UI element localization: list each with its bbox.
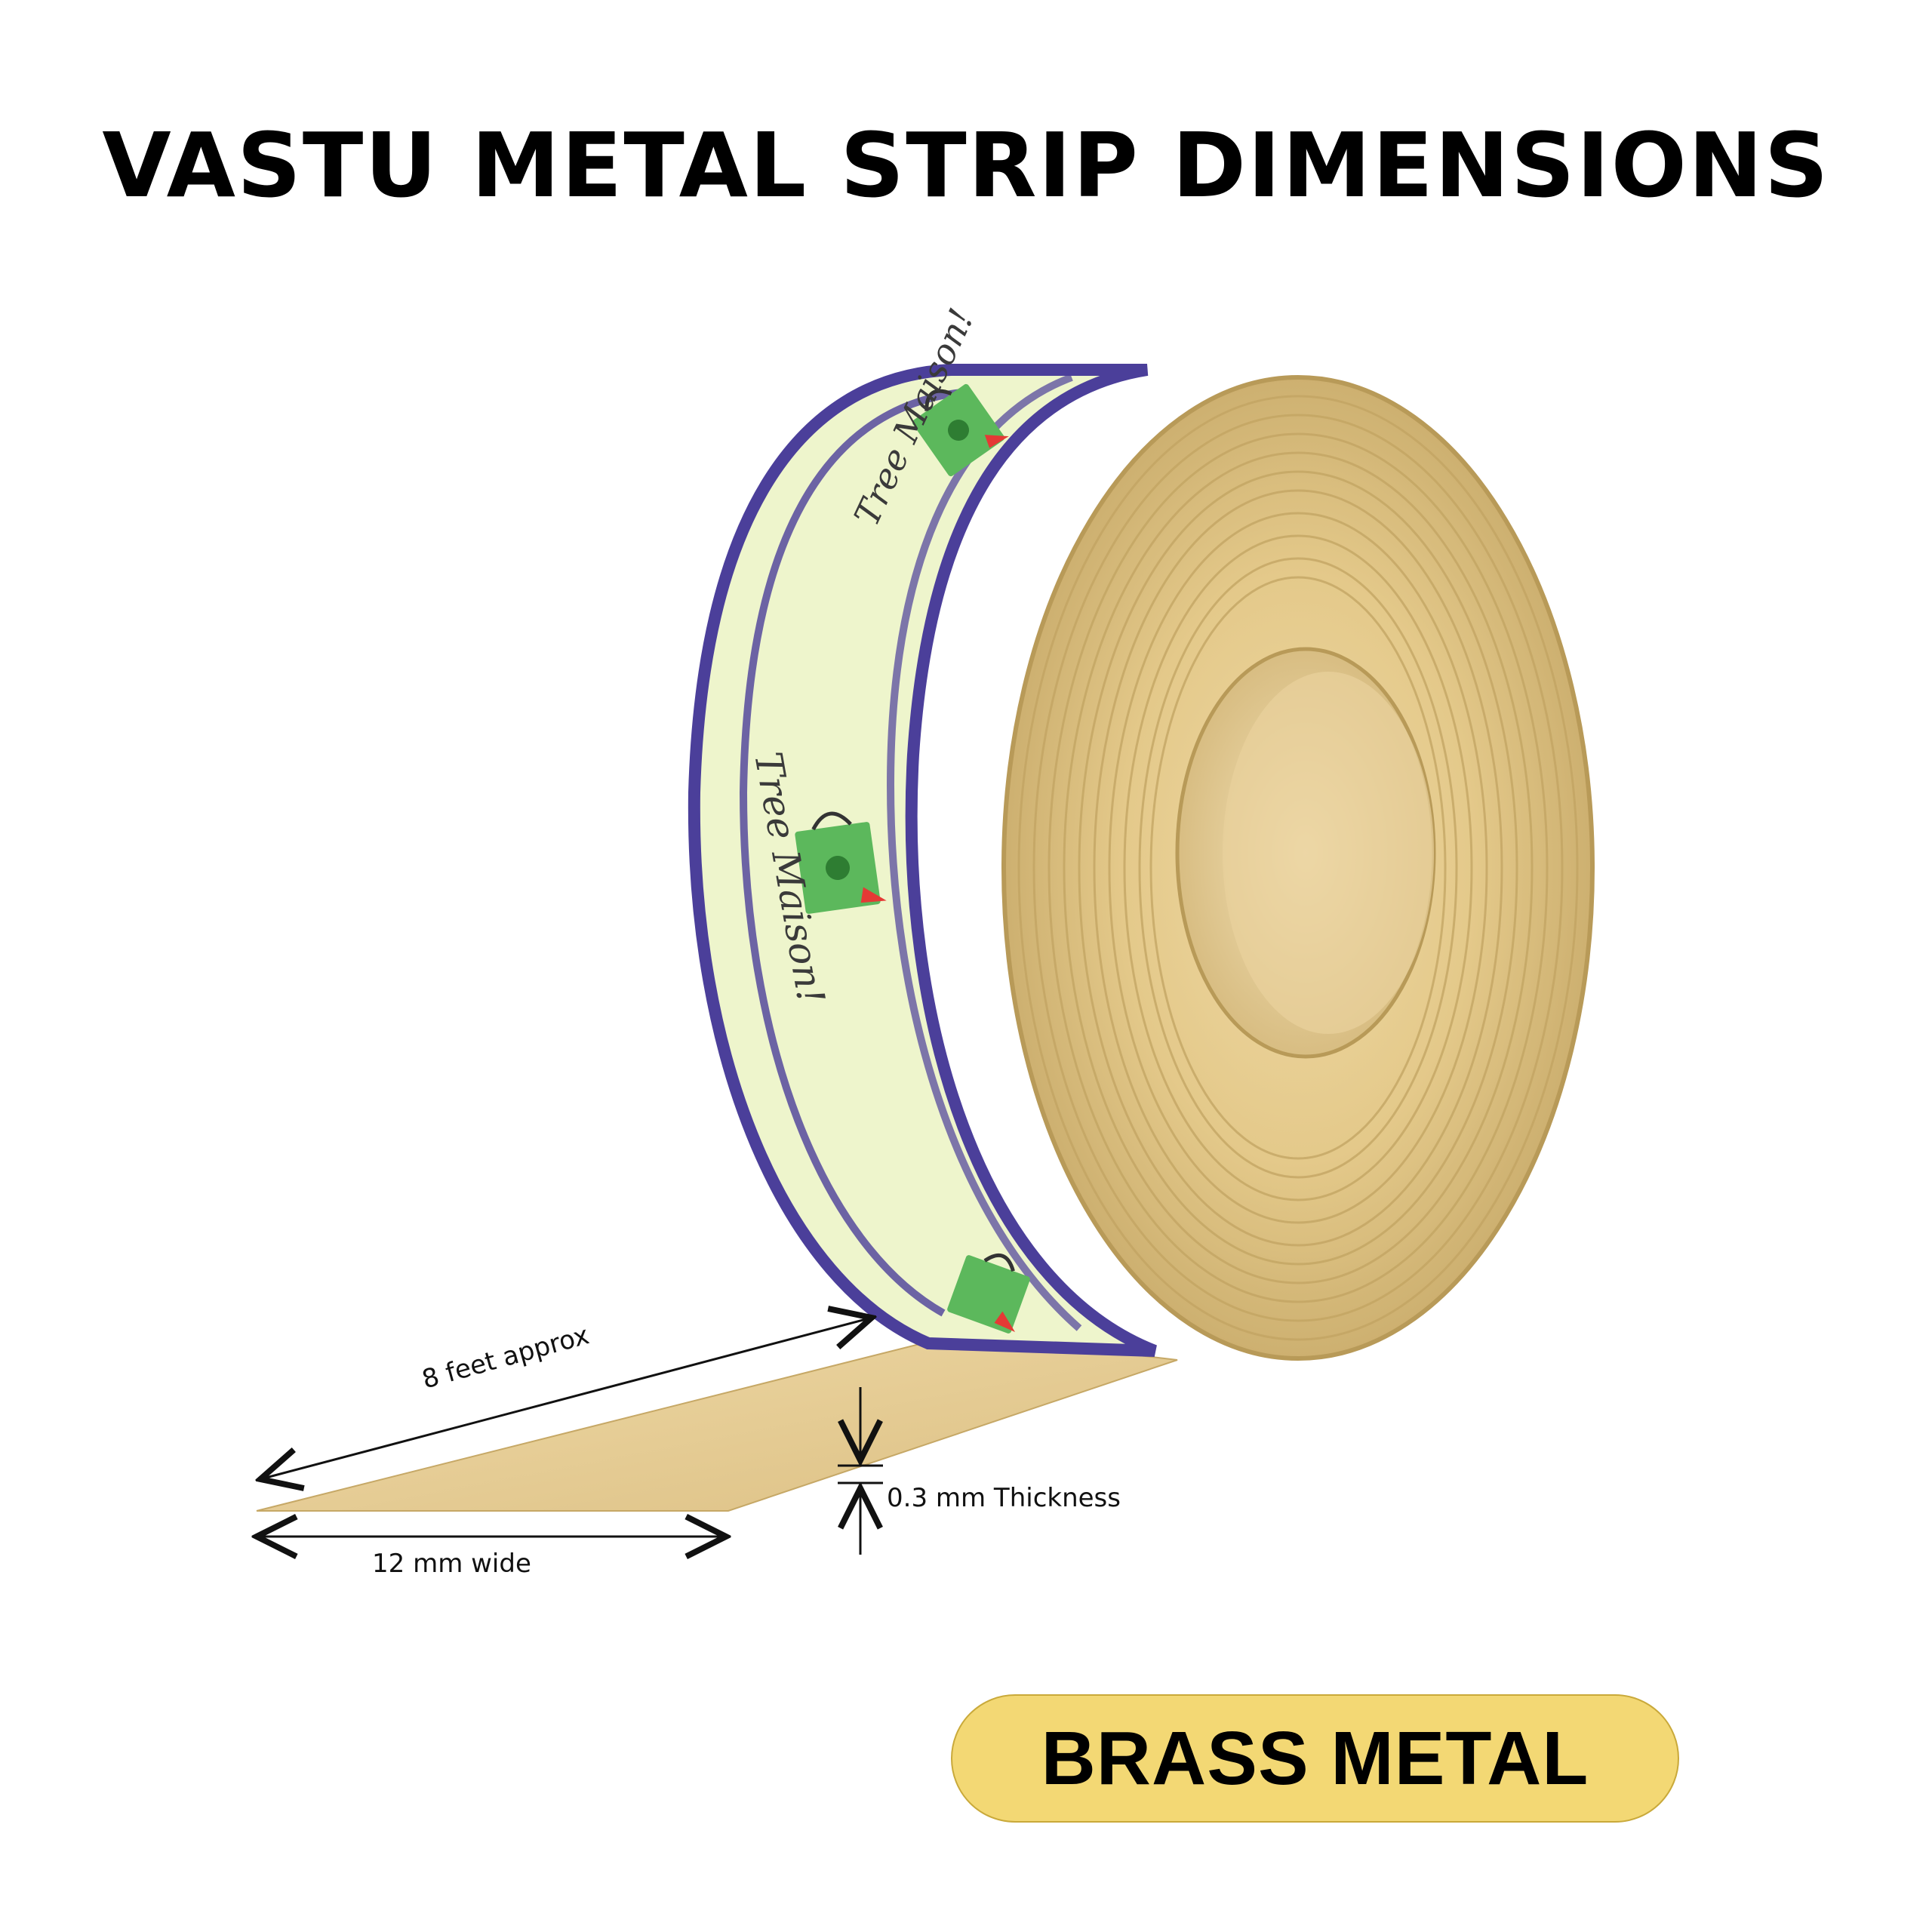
- material-badge-label: BRASS METAL: [1041, 1715, 1589, 1801]
- page-title: VASTU METAL STRIP DIMENSIONS: [102, 113, 1830, 217]
- double-arrow-icon: [260, 1318, 872, 1479]
- width-label: 12 mm wide: [372, 1549, 531, 1579]
- shopping-bag-logo-icon: [795, 811, 887, 914]
- thickness-label: 0.3 mm Thickness: [887, 1483, 1121, 1513]
- shopping-bag-logo-icon: [912, 383, 1009, 477]
- shopping-bag-logo-icon: [947, 1253, 1030, 1334]
- material-badge: BRASS METAL: [951, 1694, 1679, 1823]
